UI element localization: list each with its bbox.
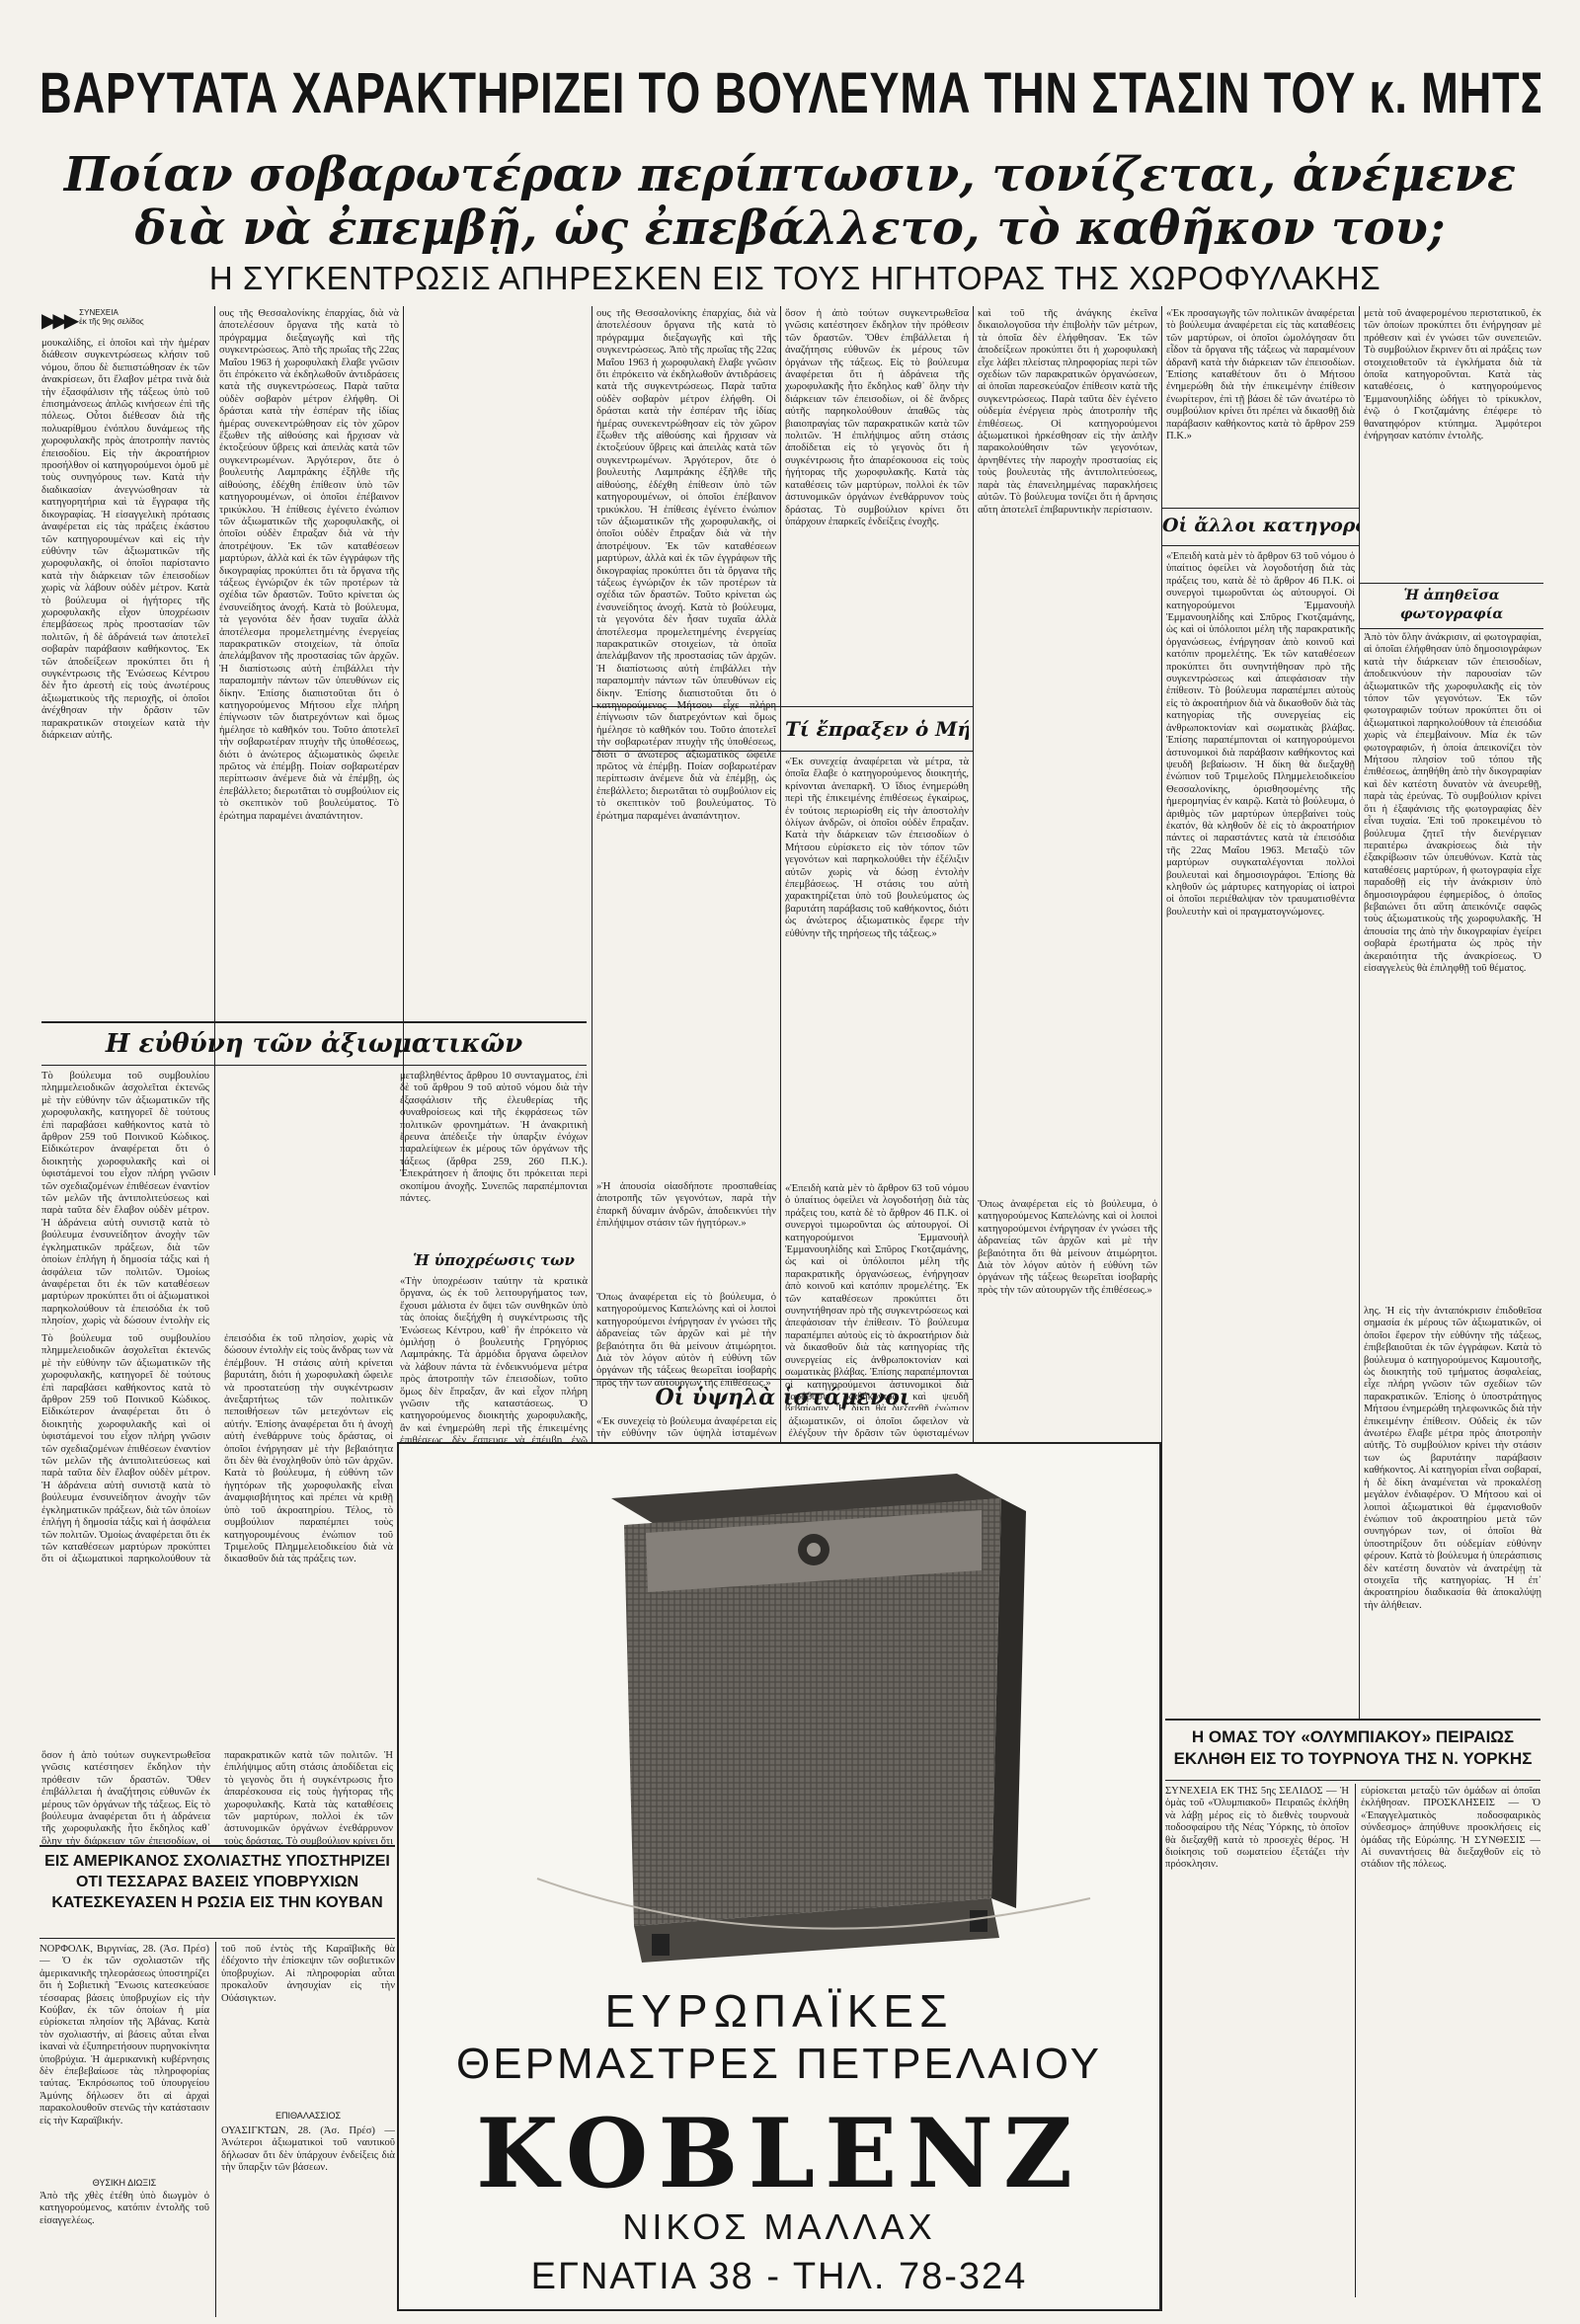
section-title-obligation: Ἡ ὑποχρέωσις των: [413, 1251, 575, 1269]
cuba-right-label: ΕΠΙΘΑΛΑΣΣΙΟΣ: [275, 2111, 342, 2121]
cuba-headline: ΕΙΣ ΑΜΕΡΙΚΑΝΟΣ ΣΧΟΛΙΑΣΤΗΣ ΥΠΟΣΤΗΡΙΖΕΙ ΟΤ…: [44, 1853, 390, 1911]
headline-main: ΒΑΡΥΤΑΤΑ ΧΑΡΑΚΤΗΡΙΖΕΙ ΤΟ ΒΟΥΛΕΥΜΑ ΤΗΝ ΣΤ…: [40, 61, 1540, 125]
advertisement: ΕΥΡΩΠΑΪΚΕΣ ΘΕΡΜΑΣΤΡΕΣ ΠΕΤΡΕΛΑΙΟΥ KOBLENZ…: [397, 1442, 1161, 2311]
headline-italic-line1: Ποίαν σοβαρωτέραν περίπτωσιν, τονίζεται,…: [63, 150, 1517, 202]
article-col5: καὶ τοῦ τῆς ἀνάγκης ἐκεῖνα δικαιολογοῦσα…: [978, 308, 1157, 516]
article-col5-closing: Ὅπως ἀναφέρεται εἰς τὸ βούλευμα, ὁ κατηγ…: [978, 1199, 1157, 1296]
article-photo: Ἀπὸ τὸν ὅλην ἀνάκρισιν, αἱ φωτογραφίαι, …: [1364, 632, 1541, 974]
article-col1-top: μουκαλίδης, εἰ ὁποῖοι καὶ τὴν ἡμέραν διά…: [41, 338, 209, 741]
cuba-sub-body: Ἀπὸ τῆς χθὲς ἐτέθη ὑπὸ διωγμὸν ὁ κατηγορ…: [40, 2191, 212, 2226]
heater-front: [624, 1498, 1001, 1926]
ad-brand: KOBLENZ: [475, 2098, 1083, 2209]
olympiakos-area: Η ΟΜΑΣ ΤΟΥ «ΟΛΥΜΠΙΑΚΟΥ» ΠΕΙΡΑΙΩΣ ΕΚΛΗΘΗ …: [1165, 1719, 1540, 2311]
ad-line-2: ΘΕΡΜΑΣΤΡΕΣ ΠΕΤΡΕΛΑΙΟΥ: [456, 2040, 1102, 2088]
olympiakos-headline: Η ΟΜΑΣ ΤΟΥ «ΟΛΥΜΠΙΑΚΟΥ» ΠΕΙΡΑΙΩΣ ΕΚΛΗΘΗ …: [1173, 1727, 1533, 1768]
continuation-marker: ▶▶▶ ΣΥΝΕΧΕΙΑ ἐκ τῆς 9ης σελίδος: [41, 308, 211, 336]
article-other-accused: «Ἐπειδὴ κατὰ μὲν τὸ ἄρθρον 63 τοῦ νόμου …: [1166, 551, 1355, 918]
continuation-label: ΣΥΝΕΧΕΙΑ ἐκ τῆς 9ης σελίδος: [79, 308, 144, 326]
heater-base: [634, 1898, 999, 1963]
olympiakos-right-body: εὑρίσκεται μεταξὺ τῶν ὁμάδων αἱ ὁποῖαι ἐ…: [1361, 1786, 1540, 1871]
ad-address: ΕΓΝΑΤΙΑ 38 - ΤΗΛ. 78-324: [530, 2256, 1028, 2297]
heater-foot-left: [652, 1934, 670, 1956]
article-col1-lower: Τὸ βούλευμα τοῦ συμβουλίου πλημμελειοδικ…: [41, 1333, 393, 1565]
cuba-area: ΕΙΣ ΑΜΕΡΙΚΑΝΟΣ ΣΧΟΛΙΑΣΤΗΣ ΥΠΟΣΤΗΡΙΖΕΙ ΟΤ…: [40, 1845, 395, 2319]
article-col2-top: ους τῆς Θεσσαλονίκης ἐπαρχίας, διὰ νὰ ἀπ…: [219, 308, 399, 822]
section-title-high-ranking: Οἱ ὑψηλὰ ἱστάμενοι: [655, 1385, 910, 1410]
article-col8-lower: λης. Ἡ εἰς τὴν ἀνταπόκρισιν ἐπιδοθεῖσα σ…: [1364, 1306, 1541, 1611]
article-col4: ὅσον ἡ ἀπὸ τούτων συγκεντρωθεῖσα γνῶσις …: [785, 308, 969, 527]
headline-subtitle: Η ΣΥΓΚΕΝΤΡΩΣΙΣ ΑΠΗΡΕΣΚΕΝ ΕΙΣ ΤΟΥΣ ΗΓΗΤΟΡ…: [208, 260, 1382, 296]
headline-italic-line2: διὰ νὰ ἐπεμβῇ, ὡς ἐπεβάλλετο, τὸ καθῆκον…: [134, 203, 1446, 256]
article-high-ranking: «Ἐκ συνεχείᾳ τὸ βούλευμα ἀναφέρεται εἰς …: [596, 1416, 969, 1440]
ad-line-1: ΕΥΡΩΠΑΪΚΕΣ: [604, 1985, 954, 2037]
heater-foot-right: [970, 1910, 988, 1932]
article-col6-top: «Ἐκ προσαγωγῆς τῶν πολιτικῶν ἀναφέρεται …: [1166, 308, 1355, 442]
article-accountability-right: μεταβληθέντος ἄρθρου 10 συνταγματος, ἐπὶ…: [400, 1071, 588, 1205]
article-col3-lower: Ὅπως ἀναφέρεται εἰς τὸ βούλευμα, ὁ κατηγ…: [596, 1292, 776, 1389]
section-title-photo: Ἡ ἀπηθεῖσα φωτογραφία: [1399, 588, 1504, 622]
article-mitsou-cont: «Ἐπειδὴ κατὰ μὲν τὸ ἄρθρον 63 τοῦ νόμου …: [785, 1183, 969, 1410]
article-col7-top: μετὰ τοῦ ἀναφερομένου περιστατικοῦ, ἐκ τ…: [1364, 308, 1541, 442]
heater-illustration: [536, 1474, 1091, 1963]
section-title-accountability: Η εὐθύνη τῶν ἀξιωματικῶν: [105, 1029, 523, 1059]
article-col3-closing: »Ἡ ἀπουσία οἱασδήποτε προσπαθείας ἀποτρο…: [596, 1181, 776, 1230]
arrow-icons: ▶▶▶: [41, 308, 79, 332]
cuba-right-body: τοῦ ποῦ ἐντὸς τῆς Καραϊβικῆς θὰ ἐδέχοντο…: [221, 1944, 395, 2004]
cuba-right-body2: ΟΥΑΣΙΓΚΤΩΝ, 28. (Ἀσ. Πρέσ) — Ἀνώτεροι ἀξ…: [221, 2125, 395, 2174]
article-col3: ους τῆς Θεσσαλονίκης ἐπαρχίας, διὰ νὰ ἀπ…: [596, 308, 776, 822]
section-title-other-accused: Οἱ ἄλλοι κατηγορούμενοι: [1162, 515, 1359, 536]
headline-main-wrap: ΒΑΡΥΤΑΤΑ ΧΑΡΑΚΤΗΡΙΖΕΙ ΤΟ ΒΟΥΛΕΥΜΑ ΤΗΝ ΣΤ…: [40, 59, 1540, 138]
cuba-body: ΝΟΡΦΟΛΚ, Βιργινίας, 28. (Ἀσ. Πρέσ) — Ὁ ἐ…: [40, 1944, 212, 2126]
heater-top: [611, 1474, 1001, 1525]
article-mitsou: «Ἐκ συνεχείᾳ ἀναφέρεται νὰ μέτρα, τὰ ὁπο…: [785, 757, 969, 939]
olympiakos-left-body: ΣΥΝΕΧΕΙΑ ΕΚ ΤΗΣ 5ης ΣΕΛΙΔΟΣ — Ἡ ὁμὰς τοῦ…: [1165, 1786, 1352, 1871]
article-accountability-left: Τὸ βούλευμα τοῦ συμβουλίου πλημμελειοδικ…: [41, 1071, 209, 1329]
cuba-sub-label: ΘΥΣΙΚΗ ΔΙΩΞΙΣ: [92, 2178, 157, 2188]
heater-side: [991, 1498, 1026, 1908]
ad-dealer: ΝΙΚΟΣ ΜΑΛΛΑΧ: [622, 2206, 936, 2247]
section-title-mitsou: Τί ἔπραξεν ὁ Μήτσου: [785, 717, 969, 741]
